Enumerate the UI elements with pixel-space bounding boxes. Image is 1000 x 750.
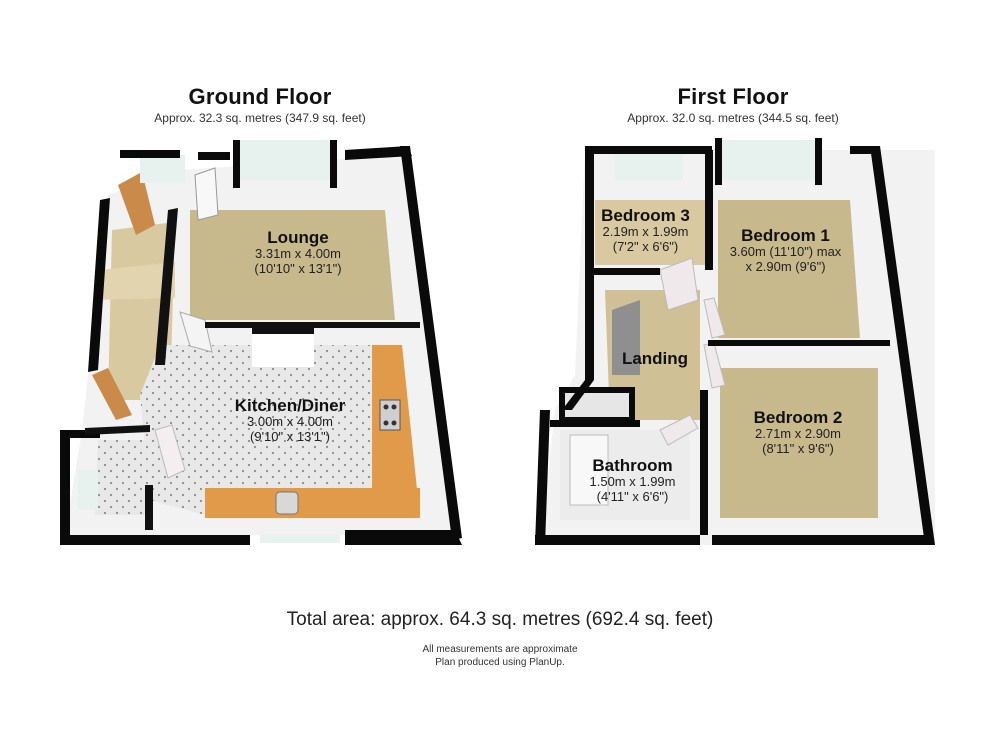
room-name: Kitchen/Diner — [234, 396, 346, 415]
bedroom-2-floor — [720, 368, 878, 518]
room-name: Landing — [621, 349, 689, 368]
room-name: Lounge — [267, 228, 329, 247]
first-floor-plan — [535, 138, 935, 545]
room-dim-metric: 2.71m x 2.90m — [755, 426, 841, 442]
front-door — [118, 172, 155, 235]
total-area: Total area: approx. 64.3 sq. metres (692… — [286, 609, 714, 630]
room-name: Bedroom 3 — [601, 206, 690, 225]
room-dim-metric: 3.60m (11'10") max — [729, 244, 842, 260]
credit: Plan produced using PlanUp. — [435, 657, 565, 668]
room-dim-metric: 2.19m x 1.99m — [602, 224, 689, 240]
room-name: Bedroom 1 — [741, 226, 830, 245]
room-label-landing: Landing — [605, 349, 705, 368]
room-label-kitchen-diner: Kitchen/Diner 3.00m x 4.00m (9'10" x 13'… — [200, 396, 380, 444]
room-dim-metric: 1.50m x 1.99m — [589, 474, 676, 490]
room-dim-imperial: (4'11" x 6'6") — [596, 488, 669, 504]
ground-floor-plan — [60, 140, 462, 545]
room-dim-imperial: (7'2" x 6'6") — [612, 238, 679, 254]
lounge-floor — [190, 210, 395, 320]
ground-floor-area: Approx. 32.3 sq. metres (347.9 sq. feet) — [154, 111, 366, 125]
bedroom-1-floor — [718, 200, 860, 338]
room-dim-imperial: (9'10" x 13'1") — [250, 428, 330, 444]
room-name: Bathroom — [592, 456, 673, 475]
room-label-lounge: Lounge 3.31m x 4.00m (10'10" x 13'1") — [218, 228, 378, 276]
kitchen-floor — [140, 345, 400, 515]
room-dim-imperial: (8'11" x 9'6") — [762, 440, 834, 456]
first-floor-area: Approx. 32.0 sq. metres (344.5 sq. feet) — [627, 111, 839, 125]
first-floor-title: First Floor — [677, 84, 789, 109]
room-label-bedroom-1: Bedroom 1 3.60m (11'10") max x 2.90m (9'… — [708, 226, 863, 274]
bedroom-3-floor — [595, 200, 705, 265]
room-dim-imperial: (10'10" x 13'1") — [254, 260, 342, 276]
kitchen-worktop — [372, 345, 420, 518]
ground-floor-title: Ground Floor — [188, 84, 332, 109]
room-dim-imperial: x 2.90m (9'6") — [745, 258, 826, 274]
room-name: Bedroom 2 — [753, 408, 843, 427]
room-dim-metric: 3.31m x 4.00m — [255, 246, 341, 262]
disclaimer: All measurements are approximate — [422, 644, 578, 655]
room-label-bathroom: Bathroom 1.50m x 1.99m (4'11" x 6'6") — [570, 456, 695, 504]
room-label-bedroom-3: Bedroom 3 2.19m x 1.99m (7'2" x 6'6") — [583, 206, 708, 254]
room-dim-metric: 3.00m x 4.00m — [247, 414, 333, 430]
room-label-bedroom-2: Bedroom 2 2.71m x 2.90m (8'11" x 9'6") — [728, 408, 868, 456]
